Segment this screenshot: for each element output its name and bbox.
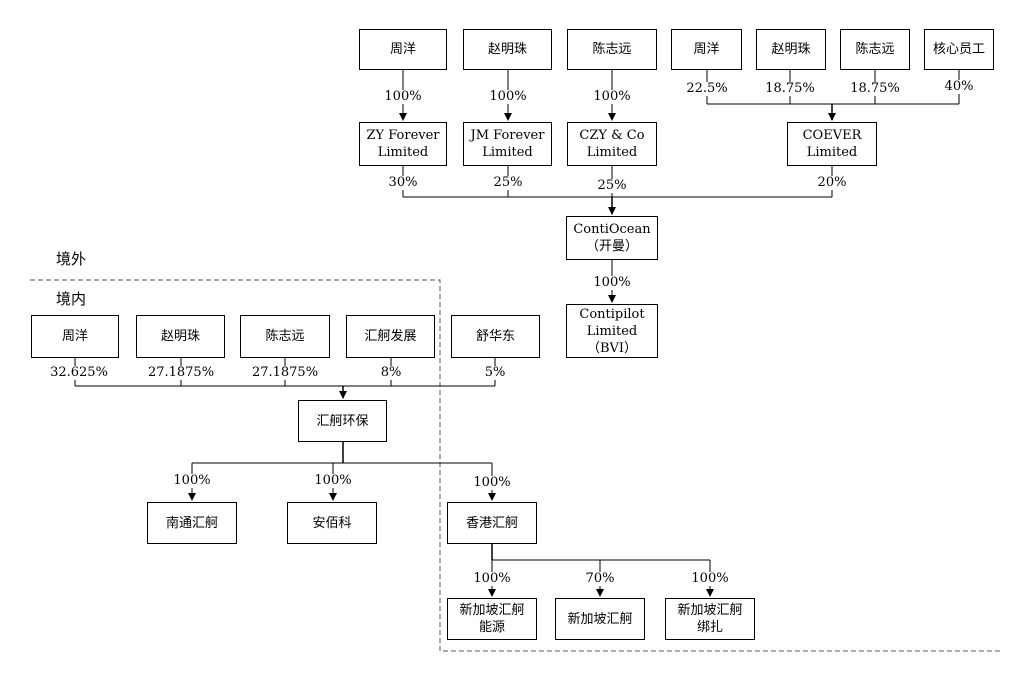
shareholder-box-chenzhiyuan: 陈志远	[567, 29, 657, 70]
holding-company-czy-co: CZY & Co Limited	[567, 122, 657, 166]
region-label-overseas: 境外	[56, 250, 87, 268]
shareholder-box-core-employees: 核心员工	[924, 29, 994, 70]
shareholder-box-zhouyang: 周洋	[359, 29, 447, 70]
shareholder-box-zhaomingzhu-coever: 赵明珠	[756, 29, 826, 70]
company-box-singapore-huige-lashing: 新加坡汇舸绑扎	[665, 598, 755, 640]
ownership-percent: 100%	[313, 473, 353, 488]
boundary-dashed-line	[30, 279, 1002, 652]
holding-company-coever: COEVER Limited	[787, 122, 877, 166]
company-box-anbaike: 安佰科	[287, 502, 377, 544]
ownership-percent: 8%	[379, 365, 403, 380]
company-box-singapore-huige-energy: 新加坡汇舸能源	[447, 598, 537, 640]
shareholder-box-chenzhiyuan-domestic: 陈志远	[240, 315, 330, 358]
shareholder-box-huige-development: 汇舸发展	[346, 315, 435, 358]
ownership-percent: 100%	[172, 473, 212, 488]
company-name-line: COEVER	[802, 128, 862, 143]
ownership-percent: 100%	[383, 89, 423, 104]
company-name-line: 绑扎	[696, 620, 723, 635]
company-name-line: Contipilot	[579, 306, 645, 322]
ownership-percent: 27.1875%	[146, 365, 216, 380]
company-name-line: Limited	[377, 145, 429, 160]
shareholder-name: 陈志远	[855, 42, 895, 57]
company-name-line: Limited	[482, 145, 533, 160]
company-name: 安佰科	[312, 515, 352, 531]
ownership-percent: 100%	[472, 475, 512, 490]
company-name-line: JM Forever	[470, 128, 545, 143]
region-label-domestic: 境内	[56, 290, 87, 308]
ownership-percent: 18.75%	[849, 81, 901, 96]
company-box-singapore-huige: 新加坡汇舸	[555, 598, 645, 640]
ownership-percent: 22.5%	[685, 81, 729, 96]
company-name-line: 新加坡汇舸	[677, 603, 743, 618]
company-name-line: 新加坡汇舸	[459, 603, 525, 618]
company-box-nantong-huige: 南通汇舸	[147, 502, 237, 544]
company-name: 香港汇舸	[465, 515, 518, 531]
ownership-percent: 25%	[596, 178, 628, 193]
ownership-percent: 40%	[943, 79, 975, 94]
company-box-hongkong-huige: 香港汇舸	[447, 502, 537, 544]
ownership-percent: 25%	[492, 175, 524, 190]
ownership-percent: 100%	[690, 571, 730, 586]
ownership-percent: 30%	[387, 175, 419, 190]
ownership-percent: 70%	[584, 571, 616, 586]
shareholder-name: 陈志远	[265, 329, 305, 344]
shareholder-name: 赵明珠	[160, 329, 200, 344]
company-name-line: （BVI）	[586, 340, 638, 356]
shareholder-name: 汇舸发展	[364, 329, 417, 344]
shareholder-name: 周洋	[389, 42, 416, 57]
shareholder-name: 核心员工	[932, 42, 985, 57]
company-name-line: ZY Forever	[366, 128, 440, 143]
ownership-percent: 5%	[483, 365, 507, 380]
shareholder-box-shuhuadong: 舒华东	[451, 315, 540, 358]
shareholder-name: 赵明珠	[487, 42, 527, 57]
company-name-line: （开曼）	[585, 239, 638, 254]
company-name-line: ContiOcean	[573, 222, 651, 237]
shareholder-name: 舒华东	[475, 329, 515, 344]
shareholder-box-zhaomingzhu-domestic: 赵明珠	[136, 315, 225, 358]
ownership-percent: 100%	[592, 89, 632, 104]
shareholder-name: 赵明珠	[771, 42, 811, 57]
shareholder-box-zhouyang-coever: 周洋	[671, 29, 742, 70]
shareholder-box-zhouyang-domestic: 周洋	[31, 315, 119, 358]
company-name-line: Limited	[586, 145, 638, 160]
shareholder-box-zhaomingzhu: 赵明珠	[463, 29, 552, 70]
company-name-line: 新加坡汇舸	[567, 611, 633, 627]
company-name-line: CZY & Co	[579, 128, 645, 143]
company-name-line: 能源	[478, 620, 505, 635]
ownership-percent: 27.1875%	[250, 365, 320, 380]
company-name: 汇舸环保	[316, 413, 369, 429]
ownership-percent: 20%	[816, 175, 848, 190]
shareholder-name: 陈志远	[592, 42, 632, 57]
company-name: 南通汇舸	[165, 515, 218, 531]
shareholder-name: 周洋	[61, 329, 88, 344]
ownership-percent: 100%	[472, 571, 512, 586]
company-name-line: Limited	[806, 145, 858, 160]
ownership-percent: 18.75%	[764, 81, 816, 96]
company-name-line: Limited	[586, 323, 638, 339]
ownership-percent: 100%	[488, 89, 528, 104]
shareholder-name: 周洋	[693, 42, 720, 57]
company-box-contiocean: ContiOcean （开曼）	[566, 216, 658, 260]
shareholder-box-chenzhiyuan-coever: 陈志远	[840, 29, 910, 70]
ownership-percent: 32.625%	[49, 365, 109, 380]
company-box-parent: 汇舸环保	[298, 400, 387, 442]
ownership-percent: 100%	[592, 275, 632, 290]
